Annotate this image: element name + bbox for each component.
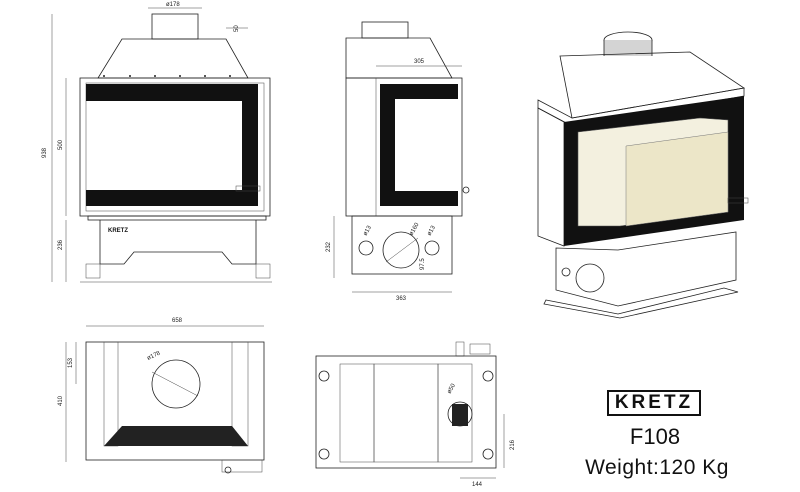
dim-offset-side: 97.5 xyxy=(420,258,426,270)
dim-depth-side: 305 xyxy=(414,59,425,65)
dim-hole-a: ø13 xyxy=(363,224,374,237)
dim-base-width-side: 363 xyxy=(396,296,407,302)
dim-top-front: 50 xyxy=(234,25,240,32)
bottom-view: ø50 216 144 xyxy=(315,341,516,488)
isometric-view xyxy=(537,31,749,319)
dim-height-bottom: 216 xyxy=(510,439,516,450)
dim-air-bottom: ø50 xyxy=(447,382,458,395)
weight-label: Weight:120 Kg xyxy=(585,456,729,479)
dim-hole-b: ø13 xyxy=(427,224,438,237)
brand-logo: KRETZ xyxy=(607,390,701,416)
dim-flue-top: ø178 xyxy=(146,350,162,361)
top-view: 658 ø178 410 153 xyxy=(58,318,265,474)
dim-depth-top: 410 xyxy=(58,395,64,406)
dim-width-top: 658 xyxy=(172,318,183,324)
dim-flue-front: ø178 xyxy=(166,2,180,8)
dim-base-height-front: 236 xyxy=(58,239,64,250)
dim-base-height-side: 232 xyxy=(326,241,332,252)
model-number: F108 xyxy=(629,424,681,449)
dim-body-height: 500 xyxy=(58,139,64,150)
dim-hole-center: ø160 xyxy=(409,222,421,237)
dim-offset-bottom: 144 xyxy=(472,482,483,488)
side-view: 305 ø13 ø160 ø13 97.5 232 363 xyxy=(326,21,470,302)
plate-logo-front: KRETZ xyxy=(108,228,128,234)
front-view: ø178 50 KRETZ 938 500 236 xyxy=(42,2,272,283)
brand-name: KRETZ xyxy=(614,392,694,413)
dim-total-height: 938 xyxy=(42,147,48,158)
dim-flue-offset: 153 xyxy=(68,357,74,368)
